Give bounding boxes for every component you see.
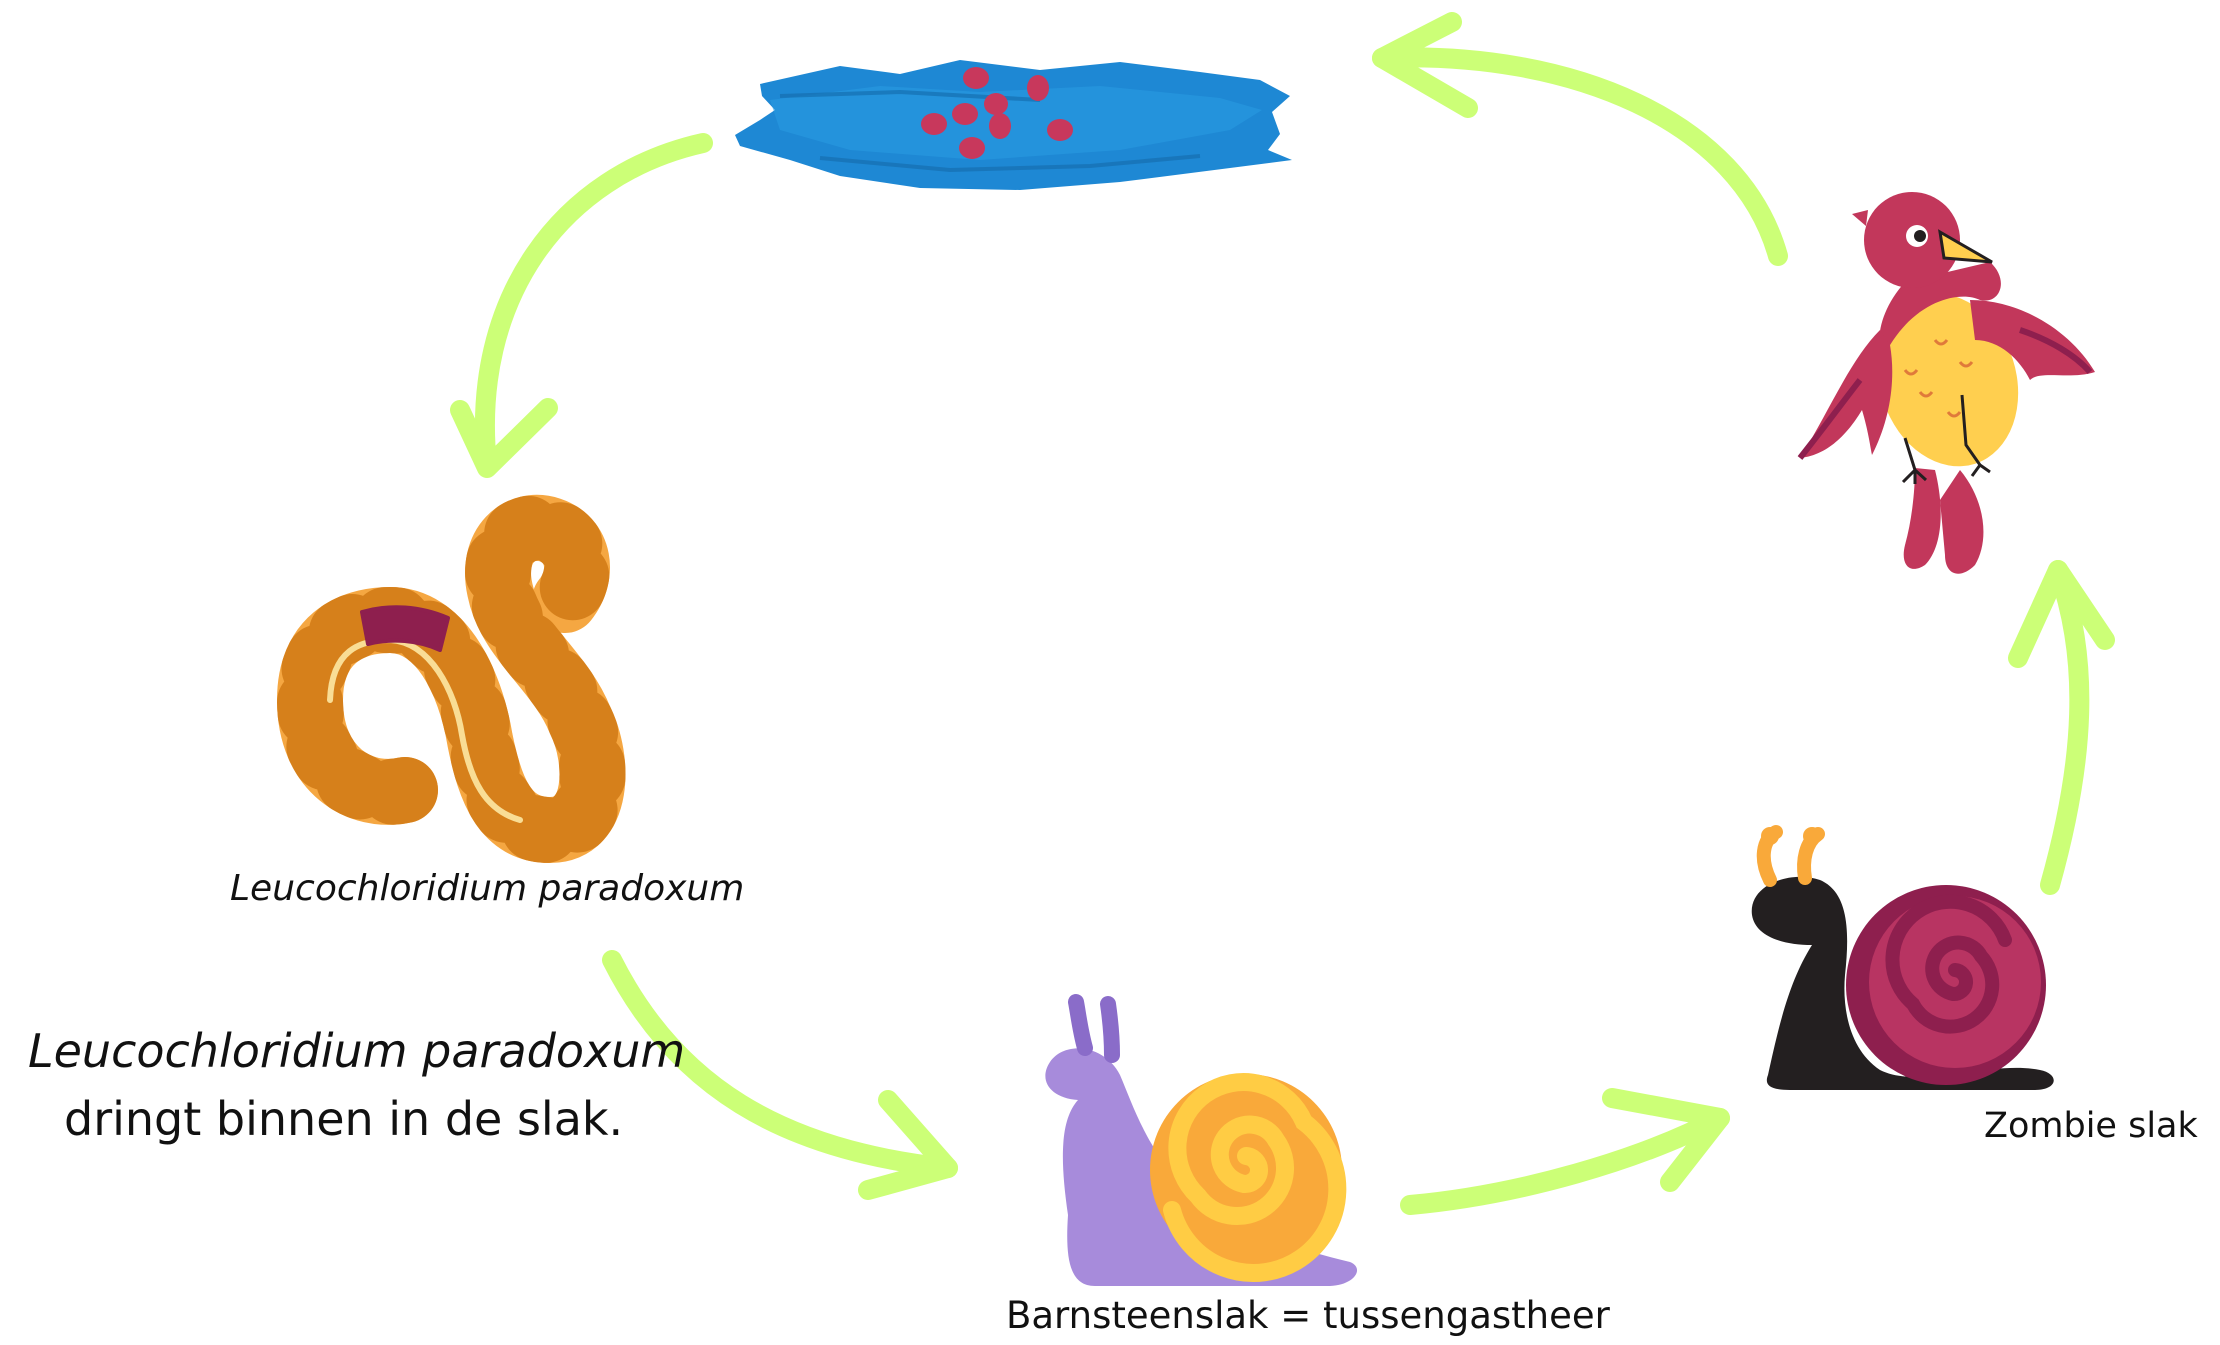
description-species-name: Leucochloridium paradoxum xyxy=(28,1024,685,1078)
amber-snail-label: Barnsteenslak = tussengastheer xyxy=(1006,1294,1610,1337)
water-with-eggs-icon xyxy=(735,60,1292,190)
arrow-bird-to-water xyxy=(1382,22,1778,256)
worm-icon xyxy=(310,528,592,830)
description-text: dringt binnen in de slak. xyxy=(64,1092,623,1146)
arrow-amber-to-zombie-snail xyxy=(1410,1098,1720,1205)
arrow-zombie-to-bird xyxy=(2018,570,2105,885)
zombie-snail-label: Zombie slak xyxy=(1984,1106,2198,1146)
bird-icon xyxy=(1800,192,2095,574)
amber-snail-icon xyxy=(1045,1002,1357,1286)
zombie-snail-icon xyxy=(1752,827,2054,1090)
worm-label: Leucochloridium paradoxum xyxy=(230,868,744,909)
arrow-water-to-worm xyxy=(460,143,703,468)
